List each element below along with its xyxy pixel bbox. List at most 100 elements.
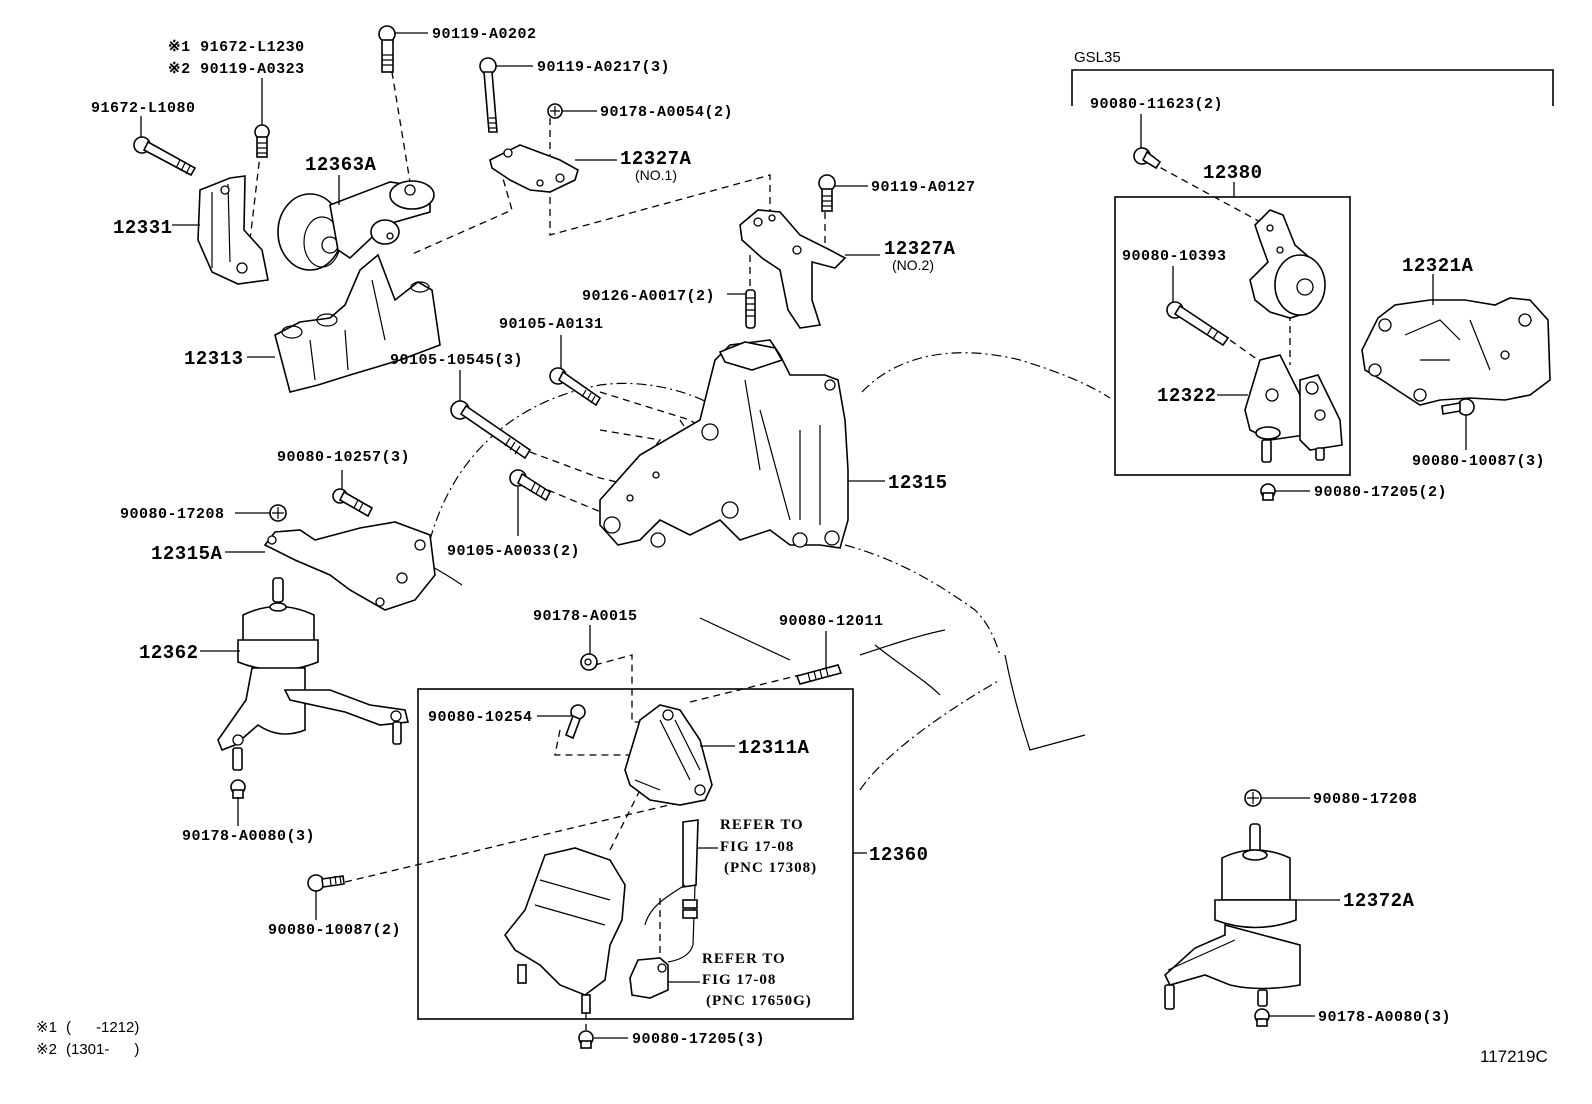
bolt-90080-10393-icon <box>1166 301 1230 347</box>
bolt-90080-10087-left-icon <box>307 874 345 892</box>
callout-90080-11623[interactable]: 90080-11623(2) <box>1090 96 1223 113</box>
dash-12327a1-left <box>409 167 513 256</box>
bolt-90105-10545-icon <box>450 400 532 460</box>
callout-12360[interactable]: 12360 <box>869 844 929 866</box>
footnote-2-text: (1301- ) <box>66 1041 139 1058</box>
nut-90080-17208-left-icon <box>269 504 287 522</box>
bracket-12331-icon <box>197 175 269 285</box>
callout-90080-10254[interactable]: 90080-10254 <box>428 709 533 726</box>
callout-12372A[interactable]: 12372A <box>1343 890 1415 912</box>
engine-mount-12362-icon <box>217 577 409 771</box>
nut-90080-17205-right-icon <box>1260 483 1276 501</box>
assembly-box-12360 <box>417 688 854 1020</box>
bolt-90119-A0202-icon <box>378 25 396 73</box>
callout-90119-A0202[interactable]: 90119-A0202 <box>432 26 537 43</box>
callout-90105-A0033[interactable]: 90105-A0033(2) <box>447 543 580 560</box>
callout-90105-10545[interactable]: 90105-10545(3) <box>390 352 523 369</box>
nut-90178-A0054-icon <box>547 103 563 119</box>
callout-90178-A0080-left[interactable]: 90178-A0080(3) <box>182 828 315 845</box>
callout-12363A[interactable]: 12363A <box>305 154 377 176</box>
bolt-90080-11623-icon <box>1133 147 1162 170</box>
callout-90080-17208-right[interactable]: 90080-17208 <box>1313 791 1418 808</box>
callout-90119-A0127[interactable]: 90119-A0127 <box>871 179 976 196</box>
reference-2-line1: REFER TO <box>702 951 786 967</box>
vacuum-switching-valve-icon <box>629 957 669 999</box>
engine-mount-12380-upper-icon <box>1249 209 1326 319</box>
leader-lines <box>140 32 1467 1039</box>
bolt-90119-A0323-icon <box>254 124 270 158</box>
callout-12327A-no2[interactable]: 12327A <box>884 238 956 260</box>
dash-a0202 <box>389 59 411 183</box>
callout-12315A[interactable]: 12315A <box>151 543 223 565</box>
callout-12315[interactable]: 12315 <box>888 472 948 494</box>
footnote-1-mark: ※1 <box>36 1019 57 1036</box>
callout-90080-10087-left[interactable]: 90080-10087(2) <box>268 922 401 939</box>
figure-id: 117219C <box>1480 1047 1548 1066</box>
nut-90178-A0015-icon <box>580 653 598 671</box>
callout-90178-A0080-right[interactable]: 90178-A0080(3) <box>1318 1009 1451 1026</box>
callout-90080-10393[interactable]: 90080-10393 <box>1122 248 1227 265</box>
transmission-edge-4 <box>874 644 941 696</box>
callout-90080-10257[interactable]: 90080-10257(3) <box>277 449 410 466</box>
callout-12313[interactable]: 12313 <box>184 348 244 370</box>
assembly-boxes <box>417 69 1554 1020</box>
bracket-12315-icon <box>599 339 849 549</box>
dash-12311a-down <box>609 789 641 851</box>
bolt-90119-A0127-icon <box>818 174 836 212</box>
group-bracket-gsl35 <box>1071 69 1554 106</box>
callout-90178-A0054[interactable]: 90178-A0054(2) <box>600 104 733 121</box>
bracket-12321A-icon <box>1361 297 1551 406</box>
group-label: GSL35 <box>1074 49 1121 66</box>
footnote-1-text: ( -1212) <box>66 1019 139 1036</box>
callout-90105-A0131[interactable]: 90105-A0131 <box>499 316 604 333</box>
dash-12011 <box>689 674 801 703</box>
reference-1-line2[interactable]: FIG 17-08 <box>720 839 794 855</box>
reference-2-line2[interactable]: FIG 17-08 <box>702 972 776 988</box>
engine-mount-12372A-icon <box>1164 823 1301 1010</box>
nut-90080-17208-right-icon <box>1244 789 1262 807</box>
callout-90080-10087-right[interactable]: 90080-10087(3) <box>1412 453 1545 470</box>
transmission-edge-2 <box>699 617 791 661</box>
footnote-2-mark: ※2 <box>36 1041 57 1058</box>
callout-90080-12011[interactable]: 90080-12011 <box>779 613 884 630</box>
callout-90080-17205-right[interactable]: 90080-17205(2) <box>1314 484 1447 501</box>
transmission-edge <box>1004 654 1086 751</box>
reference-1-line1: REFER TO <box>720 817 804 833</box>
assembly-box-12380 <box>1114 196 1351 476</box>
bolt-90080-10087-right-icon <box>1441 398 1475 416</box>
callout-90080-17205-bottom[interactable]: 90080-17205(3) <box>632 1031 765 1048</box>
callout-12327A-no1-sub: (NO.1) <box>635 167 677 183</box>
stud-90080-12011-icon <box>795 664 843 685</box>
nut-90178-A0080-left-icon <box>230 779 246 799</box>
callout-91672-L1230[interactable]: ※1 91672-L1230 <box>168 39 305 56</box>
callout-90119-A0217[interactable]: 90119-A0217(3) <box>537 59 670 76</box>
callout-12331[interactable]: 12331 <box>113 217 173 239</box>
callout-12311A[interactable]: 12311A <box>738 737 810 759</box>
callout-12327A-no1[interactable]: 12327A <box>620 148 692 170</box>
reference-2-line3: (PNC 17650G) <box>706 993 812 1009</box>
callout-12321A[interactable]: 12321A <box>1402 255 1474 277</box>
dash-12327a1-right <box>549 174 771 236</box>
callout-90080-17208-left[interactable]: 90080-17208 <box>120 506 225 523</box>
dash-10254 <box>554 729 650 756</box>
callout-90178-A0015[interactable]: 90178-A0015 <box>533 608 638 625</box>
phantom-outline-top <box>861 352 1111 399</box>
bracket-12311A-icon <box>624 704 713 806</box>
callout-12327A-no2-sub: (NO.2) <box>892 257 934 273</box>
bolt-90119-A0217-icon <box>479 57 498 133</box>
callout-12380[interactable]: 12380 <box>1203 162 1263 184</box>
torque-rod-12363A-icon <box>277 180 435 271</box>
bracket-12313-icon <box>274 253 441 393</box>
callout-91672-L1080[interactable]: 91672-L1080 <box>91 100 196 117</box>
nut-90178-A0080-right-icon <box>1254 1008 1270 1027</box>
nut-90080-17205-bottom-icon <box>578 1030 594 1049</box>
vacuum-hose-icon <box>644 819 699 963</box>
bracket-12315A-icon <box>263 521 436 611</box>
bolt-90080-10257-icon <box>332 488 374 518</box>
callout-90126-A0017[interactable]: 90126-A0017(2) <box>582 288 715 305</box>
callout-90119-A0323[interactable]: ※2 90119-A0323 <box>168 61 305 78</box>
callout-12362[interactable]: 12362 <box>139 642 199 664</box>
callout-12322[interactable]: 12322 <box>1157 385 1217 407</box>
engine-mount-12360-icon <box>504 847 626 1014</box>
